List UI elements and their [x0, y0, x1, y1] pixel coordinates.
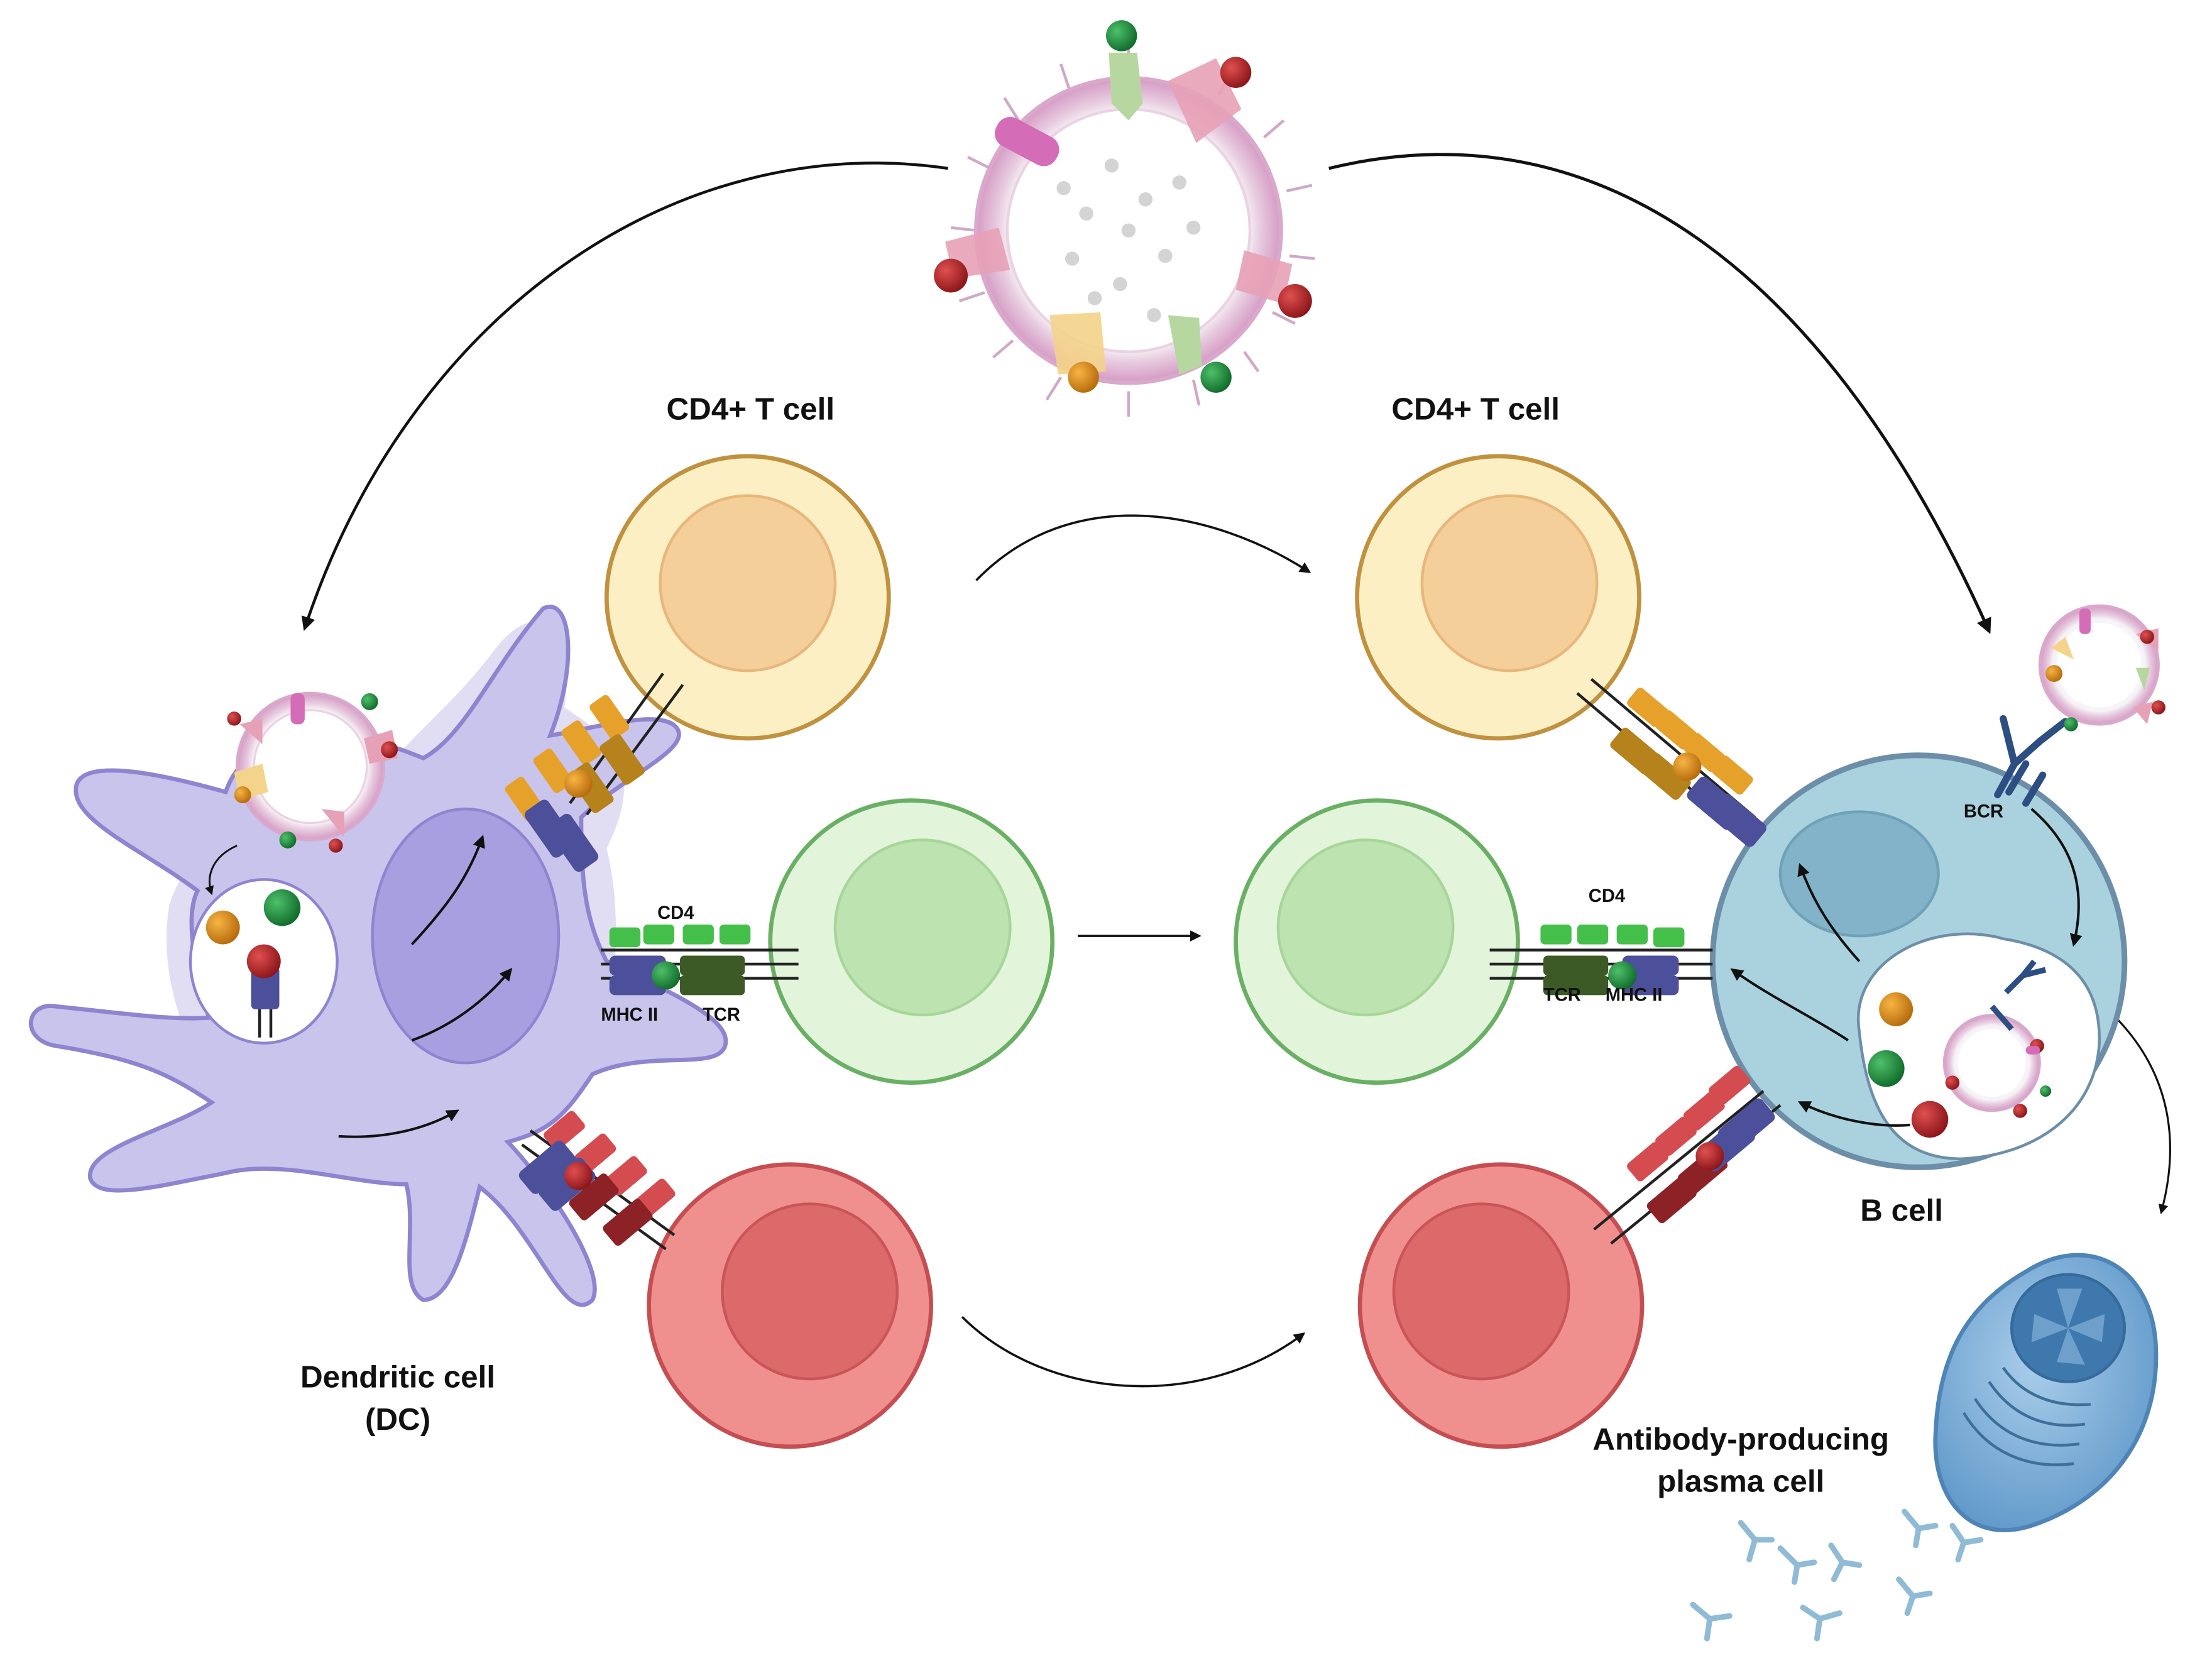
t-cell-label-left: CD4+ T cell	[667, 392, 835, 426]
t-cell-yellow-left	[604, 454, 891, 741]
cd4-label-left: CD4	[657, 903, 694, 923]
synapse-yellow-left	[505, 672, 684, 872]
dendritic-cell-abbrev-label: (DC)	[365, 1402, 430, 1437]
mhc-ii-left	[609, 955, 666, 975]
tcr-left	[680, 955, 745, 975]
endosome-mhc	[251, 967, 280, 1009]
arrow-virus-to-b-cell	[1328, 153, 1991, 634]
mhc-ii-label-left: MHC II	[601, 1005, 658, 1025]
tcr-label-left: TCR	[703, 1005, 740, 1025]
cd4-segment	[609, 927, 641, 948]
endosome-antigen-red	[246, 944, 281, 979]
bcr-label: BCR	[1964, 802, 2003, 822]
dendritic-nucleus	[371, 807, 561, 1065]
mhc-ii-label-right: MHC II	[1606, 985, 1663, 1005]
virus-yellow-protein	[1049, 312, 1106, 375]
virus-green-protein-top	[1109, 52, 1143, 121]
tcr-right	[1543, 955, 1609, 975]
synapse-yellow-right	[1576, 678, 1766, 847]
dc-engulfed-virus	[227, 691, 398, 853]
tcr-label-right: TCR	[1543, 985, 1581, 1005]
dc-arrow-to-endosome	[205, 845, 238, 896]
dc-arrow-internal-2	[411, 967, 513, 1042]
endosome-antigen-green	[263, 889, 301, 926]
antibodies	[1690, 1508, 1984, 1642]
antigen-orange-bottom	[1068, 361, 1099, 393]
arrow-red-t-cell	[961, 1315, 1306, 1388]
t-cell-green-right	[1234, 798, 1520, 1085]
antigen-red-left	[934, 258, 968, 293]
cd4-label-right: CD4	[1589, 886, 1626, 906]
plasma-cell	[1933, 1253, 2159, 1532]
t-cell-red-right	[1357, 1162, 1645, 1449]
plasma-cell-label: Antibody-producing	[1592, 1422, 1889, 1456]
b-cell-label: B cell	[1860, 1194, 1943, 1228]
mhc-ii-right	[1622, 955, 1679, 975]
antigen-red-right	[1278, 283, 1312, 318]
b-cell-internal-virus	[1942, 1014, 2052, 1118]
t-cell-red-left	[647, 1162, 933, 1449]
dendritic-cell-label: Dendritic cell	[300, 1359, 495, 1394]
b-cell	[1709, 752, 2128, 1170]
plasma-cell-label-line2: plasma cell	[1657, 1464, 1824, 1499]
antigen-green-top	[1106, 20, 1137, 52]
b-cell-bcr: BCR	[1964, 715, 2069, 822]
synapse-green-right: CD4 TCR MHC II	[1489, 886, 1713, 1005]
t-cell-label-right: CD4+ T cell	[1391, 392, 1560, 426]
dc-arrow-internal-3	[338, 1109, 459, 1138]
virus-core-particles	[1056, 158, 1201, 322]
arrow-b-cell-to-plasma	[2112, 1014, 2171, 1215]
synapse-green-left: CD4 MHC II TCR	[601, 903, 799, 1025]
arrow-virus-to-dc	[301, 162, 948, 631]
t-cell-green-left	[768, 798, 1055, 1085]
b-cell-internal-bcr	[1990, 959, 2047, 1031]
synapse-red-right	[1593, 1065, 1782, 1245]
arrows	[301, 153, 2171, 1388]
t-cell-yellow-right	[1355, 454, 1641, 741]
dc-arrow-internal-1	[411, 835, 485, 945]
plasma-cell-er	[1962, 1366, 2091, 1466]
antigen-green-bottom	[1200, 361, 1232, 393]
antigen-red-topright	[1220, 57, 1252, 88]
b-cell-nucleus	[1778, 810, 1940, 938]
virus-pink-protein-left	[995, 117, 1059, 167]
virus-particle	[934, 20, 1315, 417]
arrow-yellow-t-cell	[975, 514, 1311, 581]
virus-pink-spike-right	[1235, 250, 1293, 304]
endosome-antigen-orange	[205, 910, 240, 945]
b-cell-bound-virus	[2038, 604, 2165, 732]
synapse-red-left	[518, 1111, 676, 1251]
